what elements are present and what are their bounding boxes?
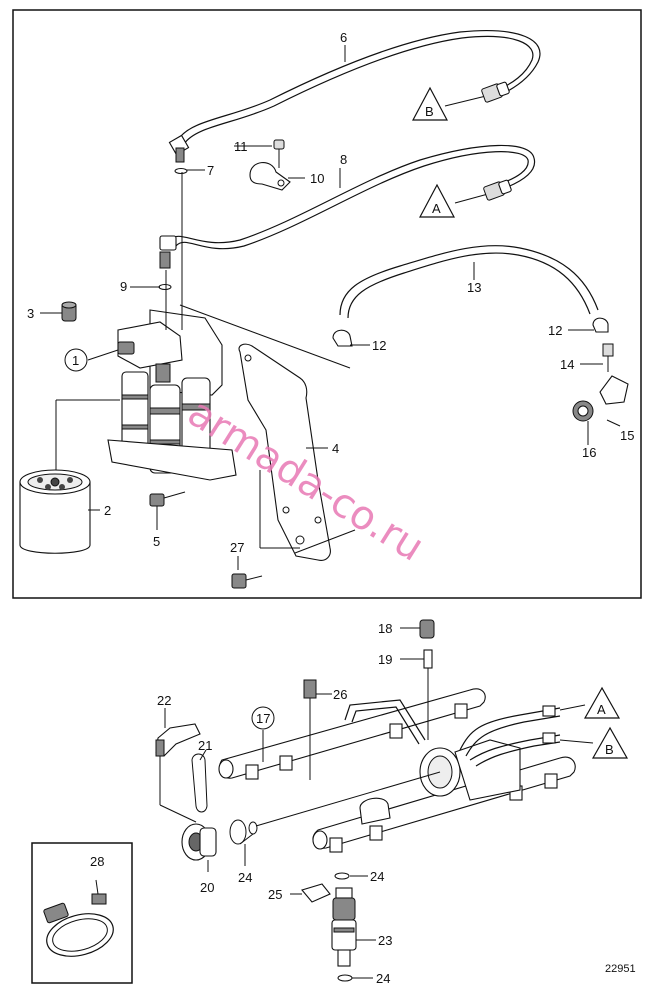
nut-3 xyxy=(61,301,77,322)
pressure-regulator-housing xyxy=(419,705,561,801)
connector-b-lower: B xyxy=(591,726,629,759)
fuel-line-6 xyxy=(168,30,541,163)
label-4: 4 xyxy=(332,441,339,456)
label-24-mid: 24 xyxy=(370,869,384,884)
label-12-left: 12 xyxy=(372,338,386,353)
upper-frame xyxy=(12,9,642,599)
label-17: 17 xyxy=(256,711,270,726)
elbow-15 xyxy=(599,375,629,405)
label-1: 1 xyxy=(72,353,79,368)
bracket-4 xyxy=(238,343,331,561)
o-ring-24b xyxy=(248,821,258,835)
screw-27 xyxy=(231,573,263,589)
label-25: 25 xyxy=(268,887,282,902)
connector-b-upper-label: B xyxy=(425,104,434,119)
label-24-bottom: 24 xyxy=(376,971,390,986)
label-19: 19 xyxy=(378,652,392,667)
connector-a-upper-label: A xyxy=(432,201,441,216)
nut-16 xyxy=(572,400,594,422)
label-20: 20 xyxy=(200,880,214,895)
fuel-pump-assembly xyxy=(107,172,237,481)
leader-lines-lower xyxy=(95,627,594,979)
label-18: 18 xyxy=(378,621,392,636)
label-10: 10 xyxy=(310,171,324,186)
connector-a-lower: A xyxy=(583,686,621,719)
label-16: 16 xyxy=(582,445,596,460)
hose-clamp-28 xyxy=(43,893,114,957)
o-ring-24c xyxy=(334,872,350,880)
label-6: 6 xyxy=(340,30,347,45)
cap-18 xyxy=(419,619,435,639)
leader-lines-upper xyxy=(40,45,621,570)
connector-a-lower-label: A xyxy=(597,702,606,717)
label-27: 27 xyxy=(230,540,244,555)
sensor-22 xyxy=(155,723,201,757)
label-26: 26 xyxy=(333,687,347,702)
fuel-line-13 xyxy=(339,245,599,319)
crossover-pipe xyxy=(344,699,426,745)
label-5: 5 xyxy=(153,534,160,549)
stud-26 xyxy=(303,679,317,780)
circle-label-1 xyxy=(64,348,88,372)
injector-23 xyxy=(331,887,357,967)
clamp-10 xyxy=(249,162,291,191)
label-8: 8 xyxy=(340,152,347,167)
label-7: 7 xyxy=(207,163,214,178)
label-12-right: 12 xyxy=(548,323,562,338)
seal-21 xyxy=(191,753,208,813)
screw-11 xyxy=(273,139,285,168)
clip-25 xyxy=(301,883,331,903)
fuel-rail-17-rear xyxy=(218,688,486,780)
label-2: 2 xyxy=(104,503,111,518)
fuel-line-8 xyxy=(159,144,536,269)
clip-12-right xyxy=(592,317,609,333)
connector-a-upper: A xyxy=(419,183,455,218)
clip-12-left xyxy=(332,329,353,347)
valve-19 xyxy=(423,649,433,740)
label-24-left: 24 xyxy=(238,870,252,885)
label-28: 28 xyxy=(90,854,104,869)
screw-5 xyxy=(149,491,186,507)
label-22: 22 xyxy=(157,693,171,708)
figure-number: 22951 xyxy=(605,963,636,975)
label-23: 23 xyxy=(378,933,392,948)
regulator-20 xyxy=(181,823,217,861)
connector-b-lower-label: B xyxy=(605,742,614,757)
label-13: 13 xyxy=(467,280,481,295)
circle-label-17 xyxy=(251,706,275,730)
connector-b-upper: B xyxy=(412,86,448,121)
fitting-14 xyxy=(602,343,614,372)
o-ring-9 xyxy=(158,284,172,290)
o-ring-24a xyxy=(229,819,247,845)
label-3: 3 xyxy=(27,306,34,321)
fitting-b-upper xyxy=(444,81,510,107)
o-ring-7 xyxy=(174,168,188,174)
label-11: 11 xyxy=(234,139,248,154)
label-21: 21 xyxy=(198,738,212,753)
fitting-a-upper xyxy=(454,179,512,204)
o-ring-24d xyxy=(337,974,353,982)
label-15: 15 xyxy=(620,428,634,443)
label-14: 14 xyxy=(560,357,574,372)
label-9: 9 xyxy=(120,279,127,294)
hose-clamp-inset xyxy=(31,842,133,984)
fuel-filter-2 xyxy=(19,469,91,554)
